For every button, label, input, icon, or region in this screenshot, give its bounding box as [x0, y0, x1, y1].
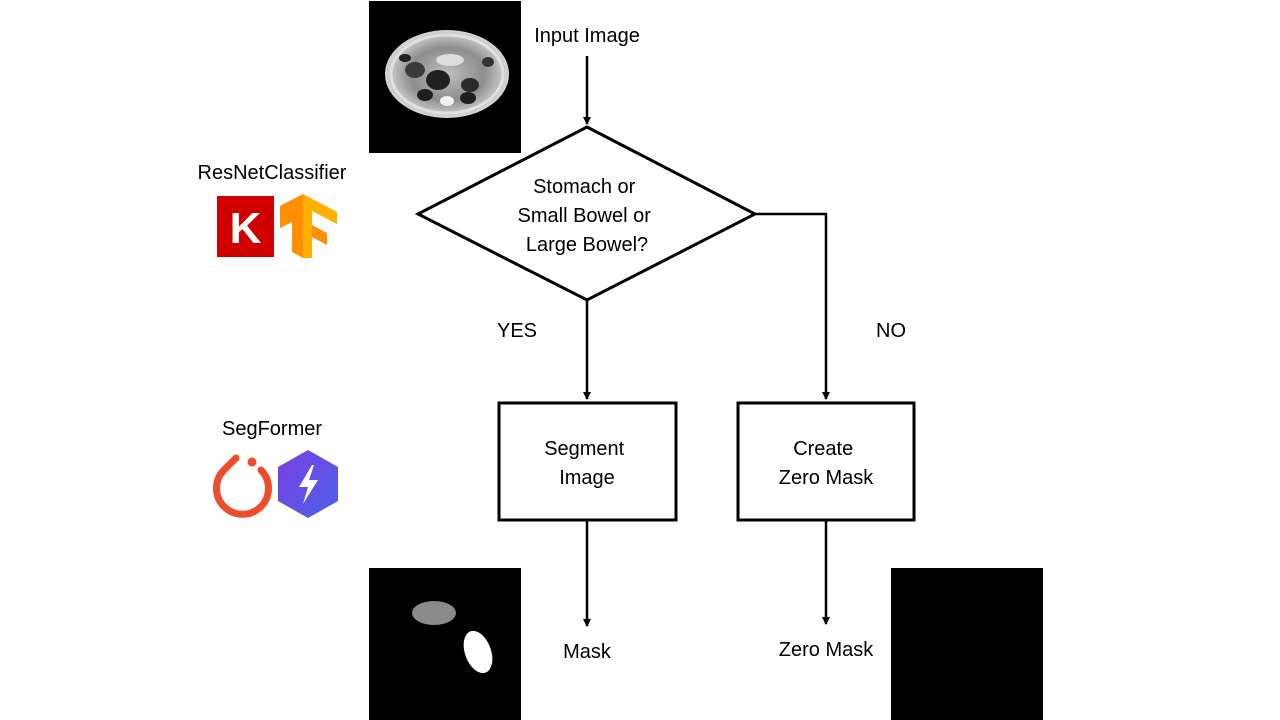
- segment-image-text: Segment Image: [544, 438, 630, 489]
- zero-line-2: Zero Mask: [779, 467, 874, 489]
- yes-label: YES: [497, 320, 537, 342]
- output-mask-image: [369, 568, 521, 720]
- decision-diamond: [414, 125, 759, 302]
- pytorch-logo: [213, 454, 272, 518]
- create-zero-mask-box: [736, 401, 916, 522]
- no-label: NO: [876, 320, 906, 342]
- zero-mask-label: Zero Mask: [779, 639, 874, 661]
- segmenter-title: SegFormer: [222, 418, 322, 440]
- decision-line-2: Small Bowel or: [518, 205, 652, 227]
- input-image-label: Input Image: [534, 25, 640, 47]
- lightning-logo: [278, 450, 338, 518]
- keras-letter: K: [230, 204, 262, 253]
- keras-logo: K: [217, 196, 274, 257]
- tensorflow-logo: [280, 194, 337, 258]
- input-mri-image: [369, 1, 521, 153]
- decision-line-1: Stomach or: [533, 176, 636, 198]
- classifier-title: ResNetClassifier: [198, 162, 347, 184]
- decision-text: Stomach or Small Bowel or Large Bowel?: [518, 176, 657, 256]
- zero-line-1: Create: [793, 438, 853, 460]
- arrow-no: [755, 212, 830, 400]
- segment-image-box: [497, 401, 678, 522]
- segment-line-2: Image: [559, 467, 615, 489]
- mask-label: Mask: [563, 641, 612, 663]
- create-zero-mask-text: Create Zero Mask: [779, 438, 874, 489]
- segment-line-1: Segment: [544, 438, 624, 460]
- decision-line-3: Large Bowel?: [526, 234, 648, 256]
- zero-mask-image: [891, 568, 1043, 720]
